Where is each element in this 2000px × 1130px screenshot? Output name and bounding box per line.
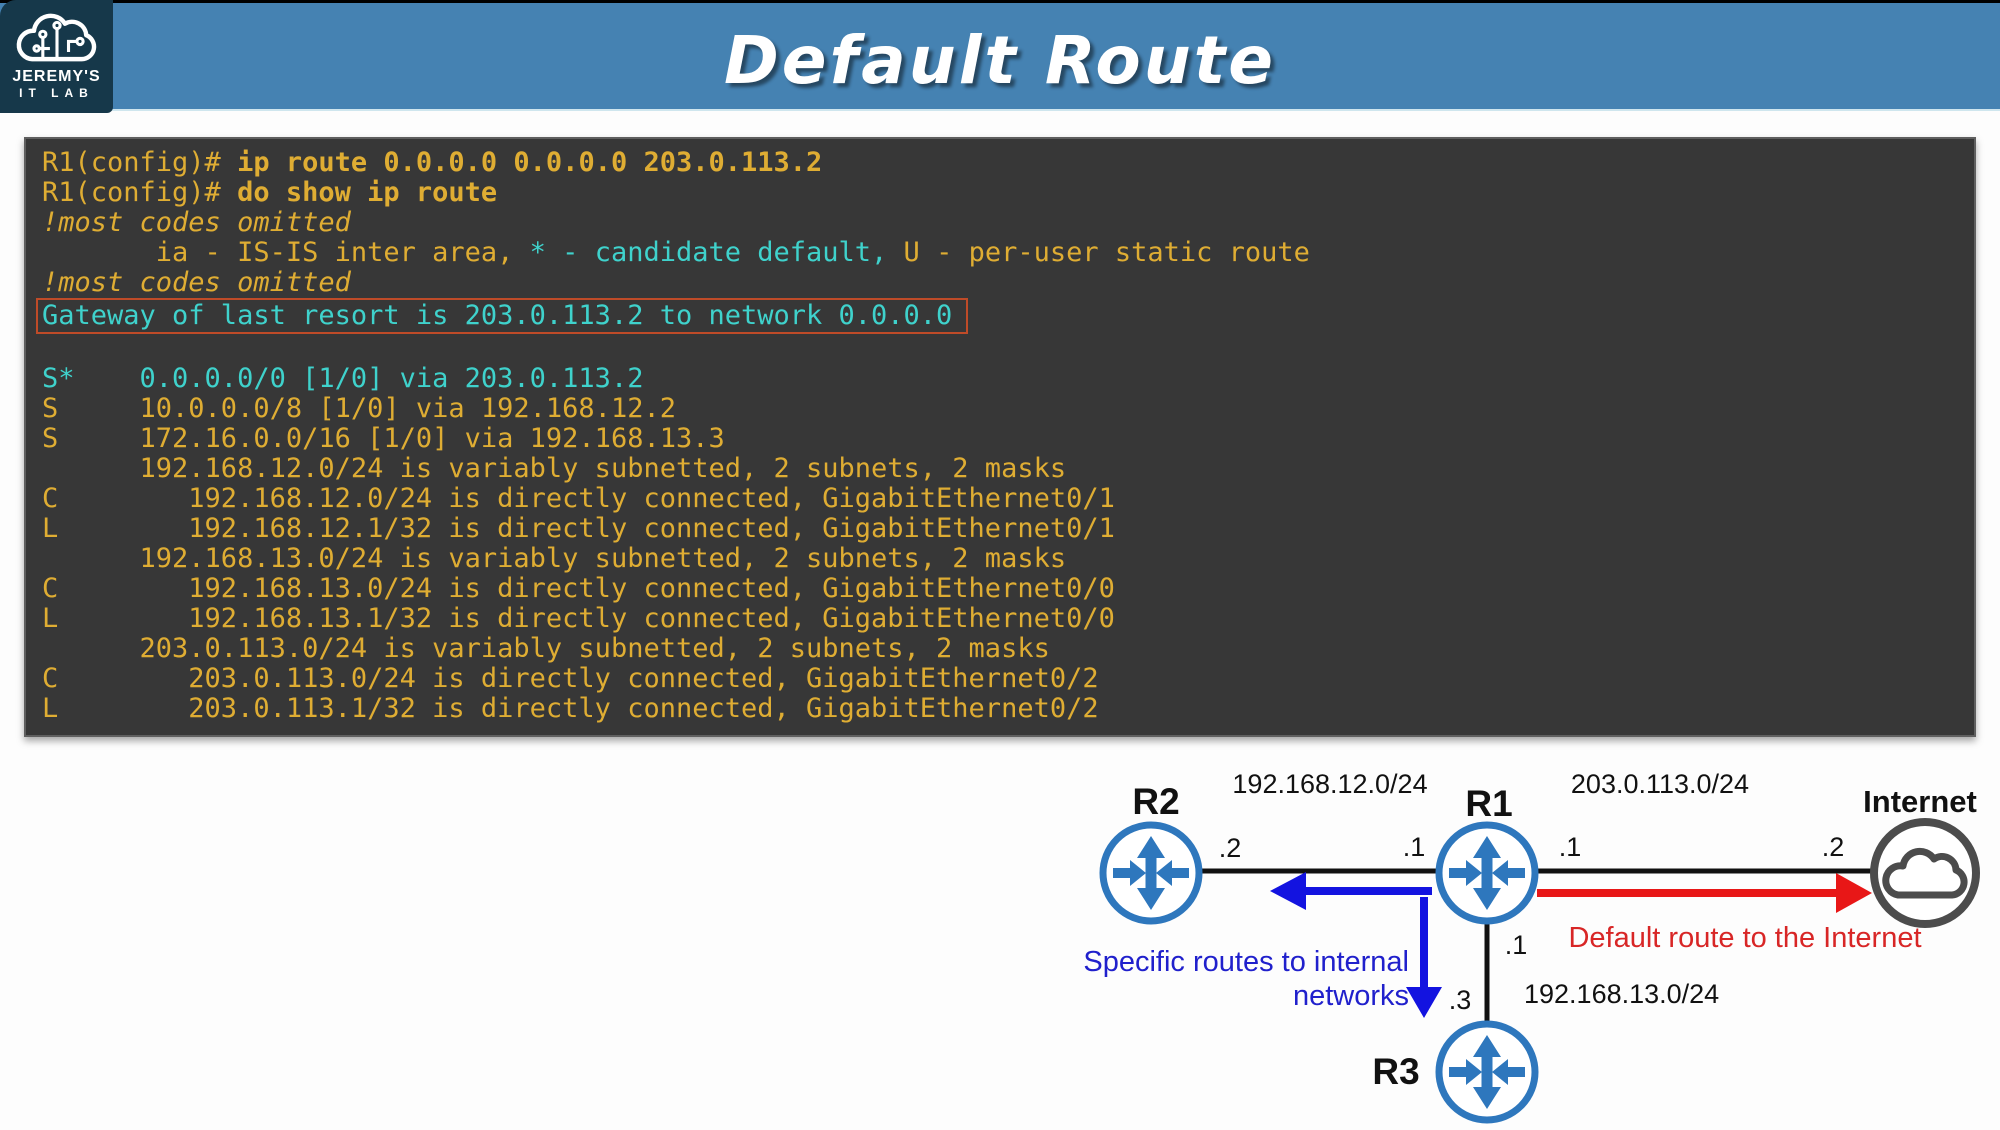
terminal-line: R1(config)# ip route 0.0.0.0 0.0.0.0 203… [42, 148, 1974, 178]
terminal-text-segment: !most codes omitted [42, 207, 351, 238]
network-topology-diagram: R2 R1 R3 Internet 192.168.12.0/24 203.0.… [1083, 769, 1980, 1130]
terminal-text-segment: R1(config)# [42, 147, 238, 178]
cloud-circuit-icon [16, 13, 96, 62]
terminal-line: 192.168.12.0/24 is variably subnetted, 2… [42, 454, 1974, 484]
terminal-text-segment: 203.0.113.0/24 is variably subnetted, 2 … [42, 633, 1050, 664]
ip-r1-g01: .1 [1403, 832, 1426, 862]
ip-r3-g00: .3 [1449, 985, 1472, 1015]
label-r3: R3 [1372, 1051, 1419, 1092]
terminal-text-segment: U - per-user static route [887, 237, 1310, 268]
ip-r2-g01: .2 [1219, 833, 1242, 863]
ip-internet: .2 [1822, 832, 1845, 862]
label-net-203-0-113: 203.0.113.0/24 [1571, 769, 1749, 799]
terminal-line: C 203.0.113.0/24 is directly connected, … [42, 664, 1974, 694]
terminal-text-segment: C 192.168.12.0/24 is directly connected,… [42, 483, 1115, 514]
terminal-text-segment: * - candidate default, [529, 237, 888, 268]
terminal-line: R1(config)# do show ip route [42, 178, 1974, 208]
page-title: Default Route [723, 22, 1277, 99]
terminal-text-segment: L 192.168.13.1/32 is directly connected,… [42, 603, 1115, 634]
terminal-text-segment: S 172.16.0.0/16 [1/0] via 192.168.13.3 [42, 423, 725, 454]
label-net-192-168-12: 192.168.12.0/24 [1232, 769, 1427, 799]
ip-r1-g02: .1 [1559, 832, 1582, 862]
terminal-line: !most codes omitted [42, 208, 1974, 238]
terminal-line: S 172.16.0.0/16 [1/0] via 192.168.13.3 [42, 424, 1974, 454]
terminal-text-segment: Gateway of last resort is 203.0.113.2 to… [42, 300, 953, 331]
label-net-192-168-13: 192.168.13.0/24 [1524, 979, 1719, 1009]
terminal-text-segment: ia - IS-IS inter area, [42, 237, 530, 268]
ip-r1-g00: .1 [1505, 930, 1528, 960]
terminal-text-segment: C 203.0.113.0/24 is directly connected, … [42, 663, 1099, 694]
label-r2: R2 [1132, 781, 1179, 822]
terminal-text-segment: do show ip route [237, 177, 498, 208]
header-bar: Default Route [0, 0, 2000, 111]
terminal-text-segment: S* 0.0.0.0/0 [1/0] via 203.0.113.2 [42, 363, 644, 394]
terminal-text-segment: L 203.0.113.1/32 is directly connected, … [42, 693, 1099, 724]
terminal-line: S* 0.0.0.0/0 [1/0] via 203.0.113.2 [42, 364, 1974, 394]
router-icon-r1 [1439, 825, 1535, 921]
terminal-text-segment: !most codes omitted [42, 267, 351, 298]
terminal-line: L 203.0.113.1/32 is directly connected, … [42, 694, 1974, 724]
caption-specific-routes-line2: networks [1293, 980, 1409, 1012]
terminal-line: !most codes omitted [42, 268, 1974, 298]
terminal-text-segment: 192.168.12.0/24 is variably subnetted, 2… [42, 453, 1067, 484]
logo-text-line2: IT LAB [19, 86, 94, 100]
terminal-text-segment: S 10.0.0.0/8 [1/0] via 192.168.12.2 [42, 393, 676, 424]
blue-arrow-down [1406, 897, 1442, 1018]
router-icon-r3 [1439, 1024, 1535, 1120]
terminal-output: R1(config)# ip route 0.0.0.0 0.0.0.0 203… [24, 137, 1976, 737]
label-internet: Internet [1863, 784, 1977, 819]
terminal-line: S 10.0.0.0/8 [1/0] via 192.168.12.2 [42, 394, 1974, 424]
jeremys-it-lab-logo: JEREMY'S IT LAB [0, 0, 113, 113]
logo-text-line1: JEREMY'S [12, 68, 101, 85]
caption-specific-routes-line1: Specific routes to internal [1083, 946, 1409, 978]
terminal-line: ia - IS-IS inter area, * - candidate def… [42, 238, 1974, 268]
terminal-line [42, 334, 1974, 364]
terminal-line: 203.0.113.0/24 is variably subnetted, 2 … [42, 634, 1974, 664]
terminal-line: C 192.168.12.0/24 is directly connected,… [42, 484, 1974, 514]
blue-arrow-left [1270, 872, 1432, 910]
caption-default-route: Default route to the Internet [1568, 922, 1921, 954]
label-r1: R1 [1465, 783, 1512, 824]
terminal-text-segment: ip route 0.0.0.0 0.0.0.0 203.0.113.2 [237, 147, 823, 178]
terminal-text-segment: C 192.168.13.0/24 is directly connected,… [42, 573, 1115, 604]
terminal-line: L 192.168.12.1/32 is directly connected,… [42, 514, 1974, 544]
terminal-text-segment: R1(config)# [42, 177, 238, 208]
terminal-line: L 192.168.13.1/32 is directly connected,… [42, 604, 1974, 634]
terminal-text-segment: 192.168.13.0/24 is variably subnetted, 2… [42, 543, 1067, 574]
terminal-line: C 192.168.13.0/24 is directly connected,… [42, 574, 1974, 604]
internet-cloud-icon [1870, 818, 1980, 928]
terminal-text-segment: L 192.168.12.1/32 is directly connected,… [42, 513, 1115, 544]
terminal-line-highlighted: Gateway of last resort is 203.0.113.2 to… [36, 298, 969, 334]
terminal-line: 192.168.13.0/24 is variably subnetted, 2… [42, 544, 1974, 574]
red-arrow-right [1537, 873, 1872, 913]
router-icon-r2 [1103, 825, 1199, 921]
